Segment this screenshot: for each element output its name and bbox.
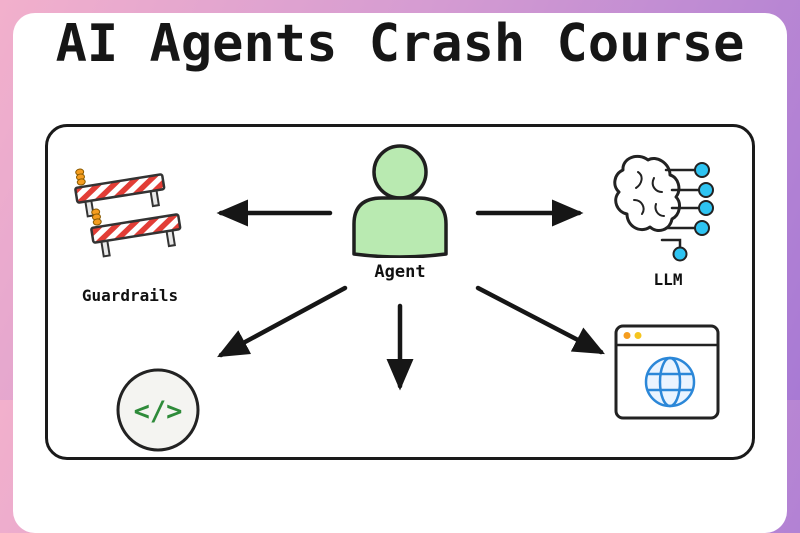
guardrails-label: Guardrails bbox=[81, 286, 179, 305]
browser-globe-icon bbox=[614, 324, 720, 420]
arrow-agent-to-web bbox=[475, 285, 605, 355]
person-icon bbox=[352, 144, 448, 258]
agent-label: Agent bbox=[374, 262, 426, 282]
llm-label: LLM bbox=[653, 270, 683, 289]
infographic-root: { "title": "AI Agents Crash Course", "di… bbox=[0, 0, 800, 460]
code-icon: </> bbox=[116, 368, 200, 452]
arrow-agent-to-tools bbox=[217, 285, 348, 358]
barrier-icon bbox=[74, 168, 182, 258]
page-title: AI Agents Crash Course bbox=[55, 14, 745, 74]
brain-circuit-icon bbox=[613, 154, 714, 262]
code-glyph: </> bbox=[134, 396, 183, 427]
diagram-arrows bbox=[216, 199, 605, 391]
